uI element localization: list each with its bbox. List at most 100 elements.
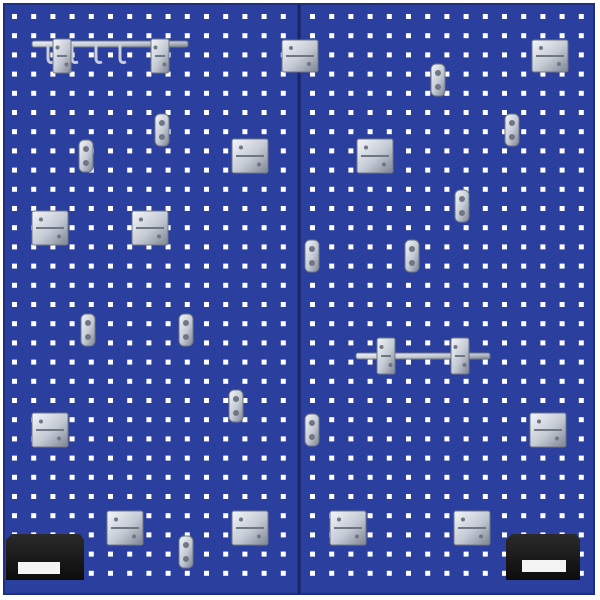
peg-hole (540, 474, 546, 480)
peg-hole (578, 167, 584, 173)
peg-hole (69, 474, 75, 480)
peg-hole (578, 129, 584, 135)
peg-hole (146, 532, 152, 538)
rail-hook (94, 44, 103, 64)
peg-hole (482, 282, 488, 288)
peg-hole (261, 52, 267, 58)
peg-hole (425, 455, 431, 461)
peg-hole (386, 52, 392, 58)
peg-hole (31, 52, 37, 58)
peg-hole (146, 90, 152, 96)
peg-hole (482, 494, 488, 499)
peg-hole (386, 71, 392, 77)
peg-hole (184, 225, 190, 231)
peg-hole (310, 474, 315, 480)
peg-clip (78, 139, 94, 173)
peg-hole (165, 282, 171, 288)
peg-hole (242, 206, 248, 211)
peg-hole (108, 52, 113, 58)
peg-hole (69, 129, 75, 135)
peg-hole (108, 494, 113, 499)
peg-hole (482, 474, 488, 480)
peg-hole (348, 110, 354, 115)
peg-hole (502, 186, 507, 192)
peg-clip (178, 535, 194, 569)
peg-hole (559, 206, 565, 211)
peg-hole (50, 206, 56, 211)
peg-hole (31, 110, 37, 115)
peg-hole (184, 52, 190, 58)
peg-hole (578, 206, 584, 211)
peg-hole (367, 417, 373, 423)
peg-hole (502, 340, 507, 346)
peg-hole (50, 90, 56, 96)
peg-hole (280, 14, 286, 19)
peg-hole (69, 71, 75, 77)
peg-hole (88, 90, 94, 96)
peg-hole (242, 321, 248, 327)
peg-hole (367, 129, 373, 135)
peg-hole (242, 110, 248, 115)
peg-hole (127, 455, 133, 461)
peg-hole (242, 398, 248, 403)
peg-hole (310, 129, 315, 135)
peg-hole (88, 52, 94, 58)
peg-hole (165, 570, 171, 576)
peg-hole (578, 378, 584, 384)
peg-hole (31, 244, 37, 250)
peg-hole (502, 14, 507, 19)
peg-hole (578, 244, 584, 250)
peg-hole (204, 167, 209, 173)
peg-hole (12, 494, 17, 499)
peg-hole (444, 455, 450, 461)
peg-hole (502, 244, 507, 250)
peg-hole (463, 282, 469, 288)
peg-hole (12, 263, 17, 269)
peg-hole (280, 321, 286, 327)
peg-hole (367, 551, 373, 557)
peg-hole (540, 244, 546, 250)
peg-hole (12, 129, 17, 135)
peg-hole (406, 494, 411, 499)
peg-hole (280, 33, 286, 39)
peg-hole (444, 186, 450, 192)
peg-hole (406, 378, 411, 384)
peg-hole (108, 321, 113, 327)
peg-hole (184, 186, 190, 192)
peg-hole (108, 148, 113, 154)
peg-hole (242, 570, 248, 576)
peg-hole (146, 494, 152, 499)
peg-hole (444, 52, 450, 58)
peg-hole (146, 186, 152, 192)
peg-hole (50, 263, 56, 269)
peg-hole (310, 494, 315, 499)
peg-hole (578, 474, 584, 480)
bin-clip-bottom-1 (106, 510, 144, 546)
peg-hole (204, 455, 209, 461)
peg-hole (578, 110, 584, 115)
peg-hole (502, 110, 507, 115)
peg-hole (146, 263, 152, 269)
peg-hole (165, 551, 171, 557)
peg-hole (204, 225, 209, 231)
peg-hole (184, 148, 190, 154)
peg-hole (127, 129, 133, 135)
peg-hole (127, 33, 133, 39)
bin-clip-bottom-3 (329, 510, 367, 546)
peg-hole (184, 455, 190, 461)
peg-hole (146, 455, 152, 461)
peg-hole (482, 359, 488, 365)
peg-hole (280, 90, 286, 96)
peg-hole (329, 90, 335, 96)
peg-hole (482, 110, 488, 115)
peg-hole (386, 398, 392, 403)
peg-hole (165, 206, 171, 211)
peg-hole (261, 282, 267, 288)
peg-hole (31, 14, 37, 19)
peg-hole (146, 148, 152, 154)
peg-hole (280, 513, 286, 519)
peg-hole (329, 186, 335, 192)
peg-hole (88, 570, 94, 576)
peg-hole (50, 14, 56, 19)
peg-hole (502, 33, 507, 39)
